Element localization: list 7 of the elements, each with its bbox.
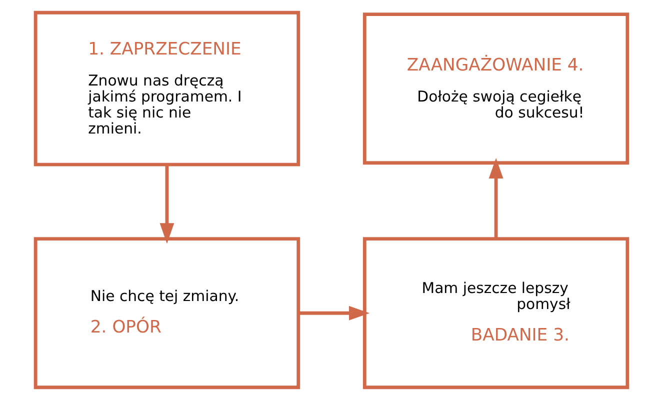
node-box: Nie chcę tej zmiany. 2. OPÓR [33,237,300,390]
arrow [298,306,370,320]
arrow [488,158,503,239]
arrow [159,164,174,244]
node-box: Mam jeszcze lepszy pomysł BADANIE 3. [362,237,629,390]
node-box: 1. ZAPRZECZENIE Znowu nas dręczą jakimś programem. I tak się nic nie zmieni. [33,10,300,166]
node-box: ZAANGAŻOWANIE 4. Dołożę swoją cegiełkę do sukcesu! [362,12,629,165]
